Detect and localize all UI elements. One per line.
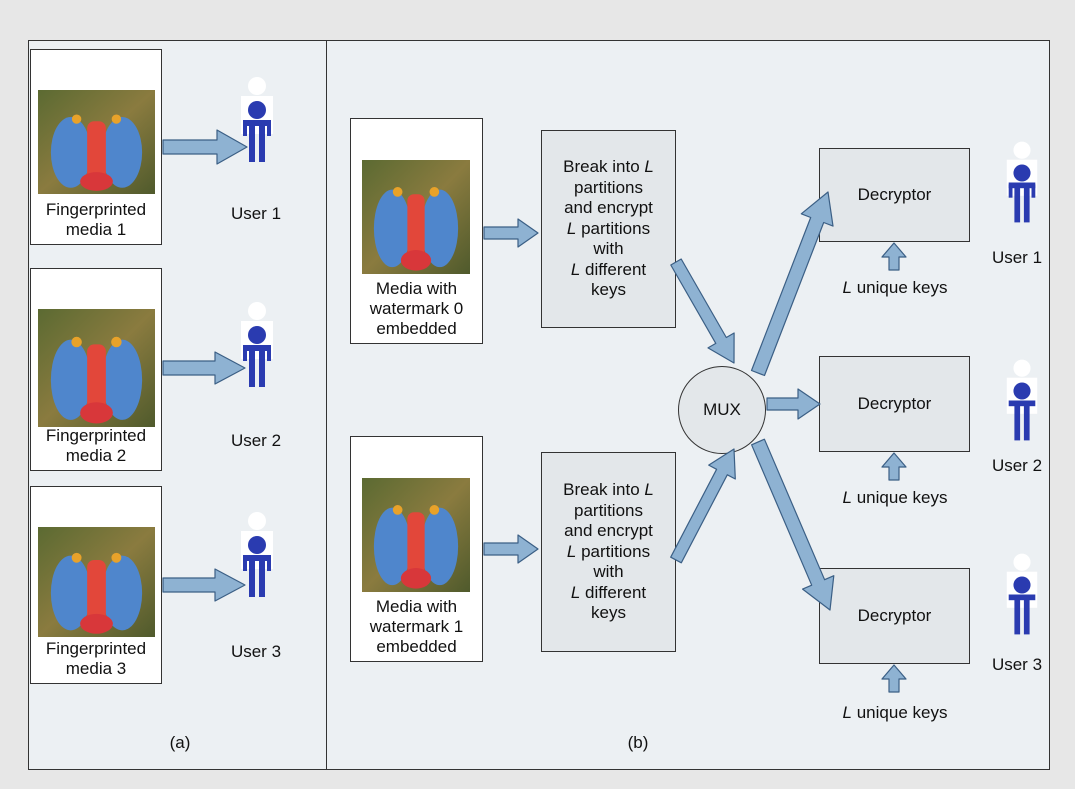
- keys-L: L: [842, 488, 852, 507]
- unique-keys-label-3: L unique keys: [820, 703, 970, 723]
- media-caption: Fingerprinted media 3: [45, 639, 147, 678]
- media-caption: Media with watermark 0 embedded: [369, 279, 464, 338]
- user-label-b1: User 1: [991, 248, 1043, 267]
- keys-L: L: [842, 278, 852, 297]
- process-text: different: [580, 259, 647, 279]
- process-L: L: [644, 157, 654, 177]
- process-text: Break into: [563, 157, 645, 177]
- process-text: and encrypt: [564, 198, 653, 218]
- mandrill-photo-icon: [363, 160, 471, 274]
- media-caption: Media with watermark 1 embedded: [369, 597, 464, 656]
- watermark-0-media-card: Media with watermark 0 embedded: [350, 118, 483, 344]
- mux-node: MUX: [678, 366, 766, 454]
- process-text: keys: [591, 603, 626, 623]
- process-text: partitions: [574, 500, 643, 520]
- decryptor-box-3: Decryptor: [819, 568, 970, 664]
- mandrill-photo-icon: [363, 478, 471, 592]
- process-text: partitions: [574, 177, 643, 197]
- keys-text: unique keys: [852, 278, 948, 297]
- fingerprinted-media-card-3: Fingerprinted media 3: [30, 486, 162, 684]
- panel-label-b: (b): [627, 733, 649, 752]
- process-text: with: [593, 239, 624, 259]
- process-text: different: [580, 582, 647, 602]
- keys-L: L: [842, 703, 852, 722]
- process-L: L: [566, 218, 577, 238]
- fingerprinted-media-card-2: Fingerprinted media 2: [30, 268, 162, 471]
- user-label-a3: User 3: [230, 642, 282, 661]
- decryptor-box-1: Decryptor: [819, 148, 970, 242]
- user-label-b3: User 3: [991, 655, 1043, 674]
- process-L: L: [570, 259, 581, 279]
- mandrill-photo-icon: [38, 527, 155, 637]
- process-text: partitions: [576, 541, 651, 561]
- encrypt-box-1: Break into L partitions and encrypt L pa…: [541, 452, 676, 652]
- media-caption: Fingerprinted media 1: [45, 200, 147, 239]
- process-text: keys: [591, 280, 626, 300]
- keys-text: unique keys: [852, 703, 948, 722]
- process-text: Break into: [563, 480, 645, 500]
- keys-text: unique keys: [852, 488, 948, 507]
- user-label-a1: User 1: [230, 204, 282, 223]
- panel-label-a: (a): [169, 733, 191, 752]
- unique-keys-label-2: L unique keys: [820, 488, 970, 508]
- media-caption: Fingerprinted media 2: [45, 426, 147, 465]
- user-label-a2: User 2: [230, 431, 282, 450]
- decryptor-box-2: Decryptor: [819, 356, 970, 452]
- process-text: and encrypt: [564, 521, 653, 541]
- panel-divider: [326, 40, 327, 770]
- watermark-1-media-card: Media with watermark 1 embedded: [350, 436, 483, 662]
- process-L: L: [566, 541, 577, 561]
- process-L: L: [644, 480, 654, 500]
- mandrill-photo-icon: [38, 309, 155, 427]
- fingerprinted-media-card-1: Fingerprinted media 1: [30, 49, 162, 245]
- unique-keys-label-1: L unique keys: [820, 278, 970, 298]
- process-L: L: [570, 582, 581, 602]
- encrypt-box-0: Break into L partitions and encrypt L pa…: [541, 130, 676, 328]
- process-text: with: [593, 562, 624, 582]
- user-label-b2: User 2: [991, 456, 1043, 475]
- process-text: partitions: [576, 218, 651, 238]
- mandrill-photo-icon: [38, 90, 155, 194]
